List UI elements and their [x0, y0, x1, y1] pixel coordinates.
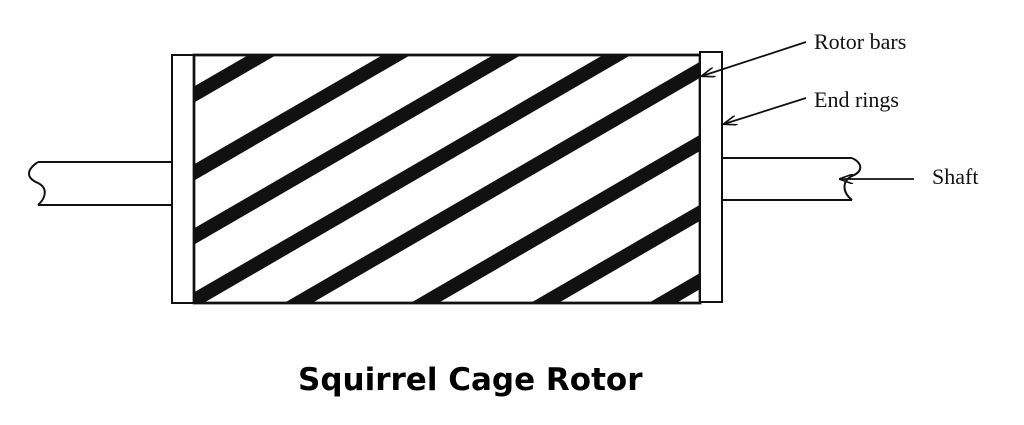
- rotor-bar: [410, 134, 700, 303]
- shaft-label: Shaft: [932, 164, 978, 189]
- rotor-bar: [530, 204, 700, 303]
- rotor-bar: [194, 55, 522, 245]
- rotor-bars-label: Rotor bars: [814, 29, 906, 54]
- end-rings-arrow: [724, 97, 807, 124]
- right-shaft: [722, 157, 862, 201]
- rotor-bar: [194, 55, 631, 303]
- rotor-bar: [284, 61, 700, 303]
- rotor-bar: [194, 55, 411, 181]
- rotor-bars-group: [194, 55, 700, 303]
- left-end-ring: [171, 54, 195, 304]
- right-end-ring: [699, 51, 723, 303]
- left-shaft: [28, 161, 172, 206]
- rotor-bar: [648, 272, 700, 303]
- rotor-bars-arrow: [702, 41, 807, 76]
- end-rings-label: End rings: [814, 87, 899, 112]
- diagram-caption: Squirrel Cage Rotor: [298, 362, 643, 398]
- rotor-bar: [194, 55, 277, 103]
